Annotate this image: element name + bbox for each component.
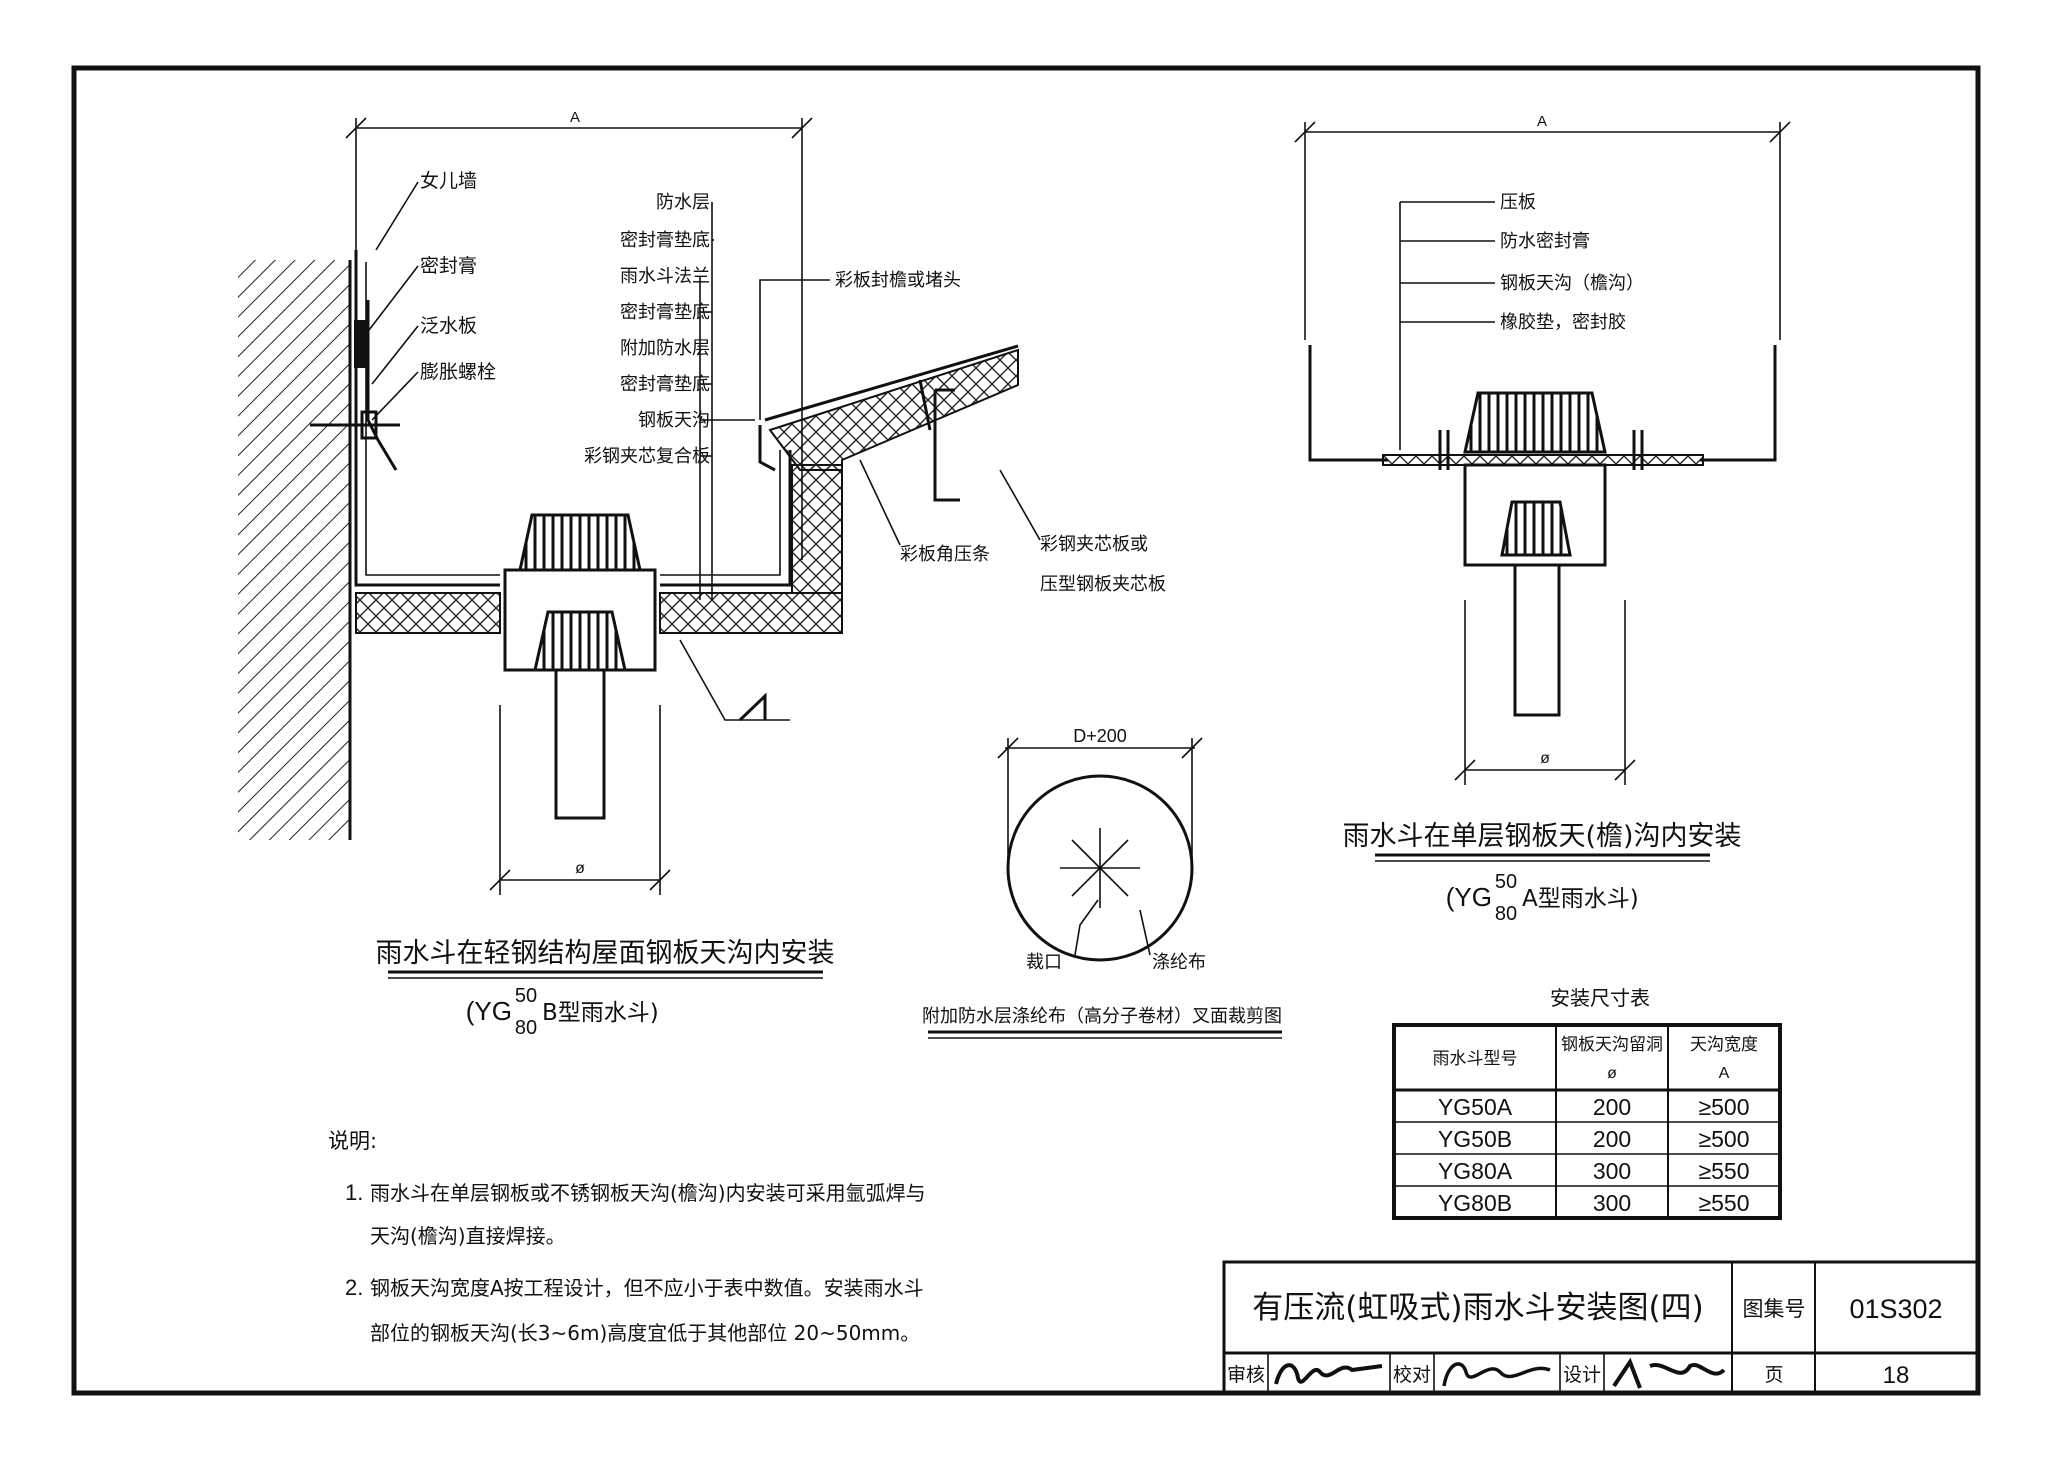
downpipe-left xyxy=(554,668,606,820)
center-detail-drawing xyxy=(997,737,1203,962)
td-r0-c0: YG50A xyxy=(1438,1094,1513,1120)
th-hole: 钢板天沟留洞 xyxy=(1561,1035,1663,1055)
label-parapet: 女儿墙 xyxy=(420,170,477,192)
label-sandwich-panel-1: 彩钢夹芯板或 xyxy=(1040,534,1148,555)
svg-text:50: 50 xyxy=(1495,871,1517,893)
label-corner-strip: 彩板角压条 xyxy=(900,544,990,565)
th-model: 雨水斗型号 xyxy=(1433,1049,1518,1069)
td-r0-c2: ≥500 xyxy=(1699,1094,1750,1120)
right-detail-drawing xyxy=(1294,121,1791,785)
label-flashing: 泛水板 xyxy=(420,315,477,337)
label-steel-gutter-right: 钢板天沟（檐沟） xyxy=(1500,273,1644,294)
td-r1-c2: ≥500 xyxy=(1699,1126,1750,1152)
svg-text:(YG: (YG xyxy=(1446,882,1492,912)
insulation-panel-right xyxy=(659,592,843,634)
install-size-table: 安装尺寸表 雨水斗型号 钢板天沟留洞 ø 天沟宽度 A YG50A 200 ≥5… xyxy=(1392,986,1782,1220)
drawing-title: 有压流(虹吸式)雨水斗安装图(四) xyxy=(1252,1290,1703,1326)
design-label: 设计 xyxy=(1563,1364,1601,1386)
atlas-label: 图集号 xyxy=(1743,1297,1806,1321)
insulation-panel-left xyxy=(355,592,501,634)
left-detail-drawing xyxy=(238,117,1041,895)
dim-top-left: A xyxy=(570,109,580,126)
table-title: 安装尺寸表 xyxy=(1550,986,1650,1010)
svg-text:(YG: (YG xyxy=(466,996,512,1026)
model-left: (YG 50 80 B型雨水斗) xyxy=(466,985,659,1039)
svg-text:B型雨水斗): B型雨水斗) xyxy=(542,1000,659,1026)
signature-reviewer xyxy=(1274,1363,1383,1385)
td-r3-c2: ≥550 xyxy=(1699,1190,1750,1216)
center-labels: D+200 裁口 涤纶布 附加防水层涤纶布（高分子卷材）叉面裁剪图 xyxy=(922,726,1282,1039)
polyester-cloth-circle xyxy=(1006,774,1194,962)
notes: 说明: 1. 雨水斗在单层钢板或不锈钢板天沟(檐沟)内安装可采用氩弧焊与 天沟(… xyxy=(328,1129,926,1345)
td-r1-c0: YG50B xyxy=(1438,1126,1512,1152)
dim-bottom-left: ø xyxy=(575,860,585,877)
td-r3-c1: 300 xyxy=(1593,1190,1631,1216)
label-polyester-cloth: 涤纶布 xyxy=(1152,952,1206,973)
td-r2-c1: 300 xyxy=(1593,1158,1631,1184)
label-sealant-base-2: 密封膏垫底 xyxy=(620,301,710,323)
right-labels: A ø 压板 防水密封膏 钢板天沟（檐沟） 橡胶垫，密封胶 雨水斗在单层钢板天(… xyxy=(1342,113,1741,925)
signature-designer xyxy=(1612,1357,1726,1389)
th-hole-unit: ø xyxy=(1607,1065,1617,1082)
label-waterproof-sealant: 防水密封膏 xyxy=(1500,230,1590,252)
td-r2-c2: ≥550 xyxy=(1699,1158,1750,1184)
label-sealant-base-3: 密封膏垫底 xyxy=(620,373,710,395)
signature-checker xyxy=(1442,1362,1551,1387)
dim-d-plus-200: D+200 xyxy=(1073,726,1127,746)
label-sandwich-panel-2: 压型钢板夹芯板 xyxy=(1040,574,1166,595)
label-waterproof-layer: 防水层 xyxy=(656,192,710,213)
note-1-line1: 雨水斗在单层钢板或不锈钢板天沟(檐沟)内安装可采用氩弧焊与 xyxy=(370,1181,926,1205)
note-2-line2: 部位的钢板天沟(长3~6m)高度宜低于其他部位 20~50mm。 xyxy=(370,1321,920,1345)
review-label: 审核 xyxy=(1227,1364,1265,1386)
dim-top-right: A xyxy=(1537,113,1547,130)
parapet-wall xyxy=(238,260,350,840)
roof-sandwich-panel xyxy=(768,348,1019,471)
note-1-line2: 天沟(檐沟)直接焊接。 xyxy=(370,1224,566,1248)
insulation-panel-side xyxy=(791,464,843,594)
caption-center: 附加防水层涤纶布（高分子卷材）叉面裁剪图 xyxy=(922,1006,1282,1027)
caption-left: 雨水斗在轻钢结构屋面钢板天沟内安装 xyxy=(376,938,835,969)
svg-text:80: 80 xyxy=(1495,903,1517,925)
note-2-line1: 钢板天沟宽度A按工程设计，但不应小于表中数值。安装雨水斗 xyxy=(370,1276,924,1300)
label-sealant-base-1: 密封膏垫底 xyxy=(620,229,710,251)
single-steel-gutter xyxy=(1308,345,1777,462)
title-block: 有压流(虹吸式)雨水斗安装图(四) 图集号 01S302 审核 校对 设计 页 … xyxy=(1222,1260,1980,1395)
th-width-unit: A xyxy=(1719,1065,1730,1082)
label-sealant: 密封膏 xyxy=(420,254,477,277)
label-sandwich-composite: 彩钢夹芯复合板 xyxy=(584,446,710,467)
model-right: (YG 50 80 A型雨水斗) xyxy=(1446,871,1639,925)
atlas-number: 01S302 xyxy=(1849,1294,1942,1324)
td-r0-c1: 200 xyxy=(1593,1094,1631,1120)
th-width: 天沟宽度 xyxy=(1690,1035,1758,1055)
td-r1-c1: 200 xyxy=(1593,1126,1631,1152)
sheet-border xyxy=(71,65,1981,1396)
note-1-num: 1. xyxy=(345,1180,363,1205)
svg-text:A型雨水斗): A型雨水斗) xyxy=(1522,886,1639,912)
label-rubber-gasket: 橡胶垫，密封胶 xyxy=(1500,312,1626,333)
cut-lines xyxy=(1060,828,1140,908)
label-pressure-plate: 压板 xyxy=(1500,192,1536,213)
td-r2-c0: YG80A xyxy=(1438,1158,1513,1184)
td-r3-c0: YG80B xyxy=(1438,1190,1512,1216)
caption-right: 雨水斗在单层钢板天(檐)沟内安装 xyxy=(1342,821,1741,852)
check-label: 校对 xyxy=(1393,1364,1431,1386)
dim-bottom-right: ø xyxy=(1540,750,1550,767)
label-hopper-flange: 雨水斗法兰 xyxy=(620,266,710,287)
svg-text:50: 50 xyxy=(515,985,537,1007)
page-number: 18 xyxy=(1883,1362,1910,1389)
label-steel-gutter: 钢板天沟 xyxy=(638,410,710,431)
svg-text:80: 80 xyxy=(515,1017,537,1039)
label-extra-waterproof: 附加防水层 xyxy=(620,338,710,359)
left-labels: A ø 女儿墙 密封膏 泛水板 膨胀螺栓 防水层 密封膏垫底 雨水斗法兰 密封膏… xyxy=(376,109,1167,1039)
note-2-num: 2. xyxy=(345,1275,363,1300)
dome-grill-left xyxy=(518,513,642,572)
label-cut-slit: 裁口 xyxy=(1026,952,1062,973)
label-eave-cap: 彩板封檐或堵头 xyxy=(835,270,961,291)
notes-heading: 说明: xyxy=(328,1129,377,1153)
label-expansion-bolt: 膨胀螺栓 xyxy=(420,361,496,383)
page-label: 页 xyxy=(1764,1364,1783,1386)
dome-grill-right xyxy=(1463,391,1607,454)
downpipe-right xyxy=(1513,563,1561,717)
